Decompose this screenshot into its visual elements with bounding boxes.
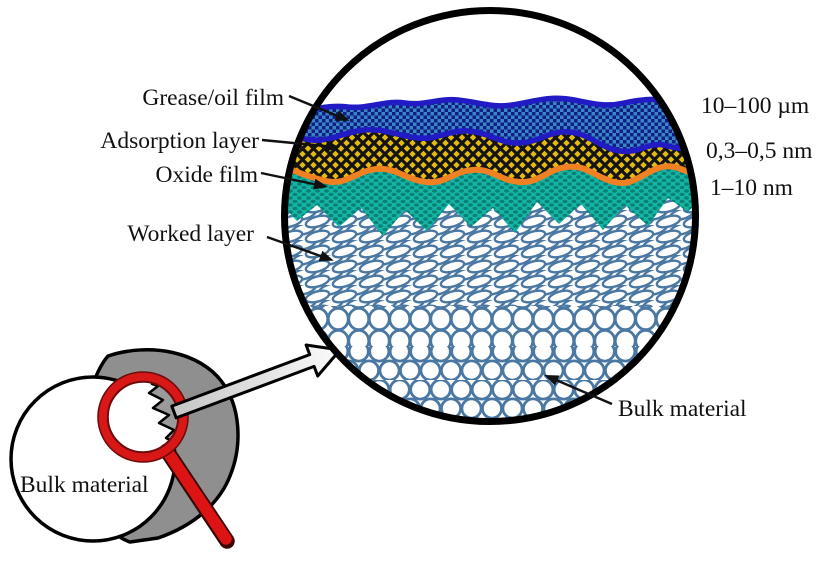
- grease-film-label: Grease/oil film: [142, 85, 284, 111]
- grease-oil-film-layer: [287, 95, 693, 155]
- magnifier-ring: [98, 372, 188, 462]
- worked-layer-label: Worked layer: [127, 221, 254, 247]
- bulk-material-label-magnified: Bulk material: [618, 396, 747, 422]
- magnifier-ring-outer-edge: [97, 371, 189, 463]
- oxide-film-thickness: 1–10 nm: [710, 175, 793, 201]
- transition-grains-pattern: [287, 306, 693, 350]
- worked-layer-pointer-arrow: [266, 235, 334, 262]
- adsorption-layer-pointer-arrow: [261, 138, 340, 152]
- grease-film-pointer-arrow: [288, 94, 350, 121]
- bulk-material-pointer-arrow: [544, 375, 613, 406]
- magnified-rough-edge: [147, 382, 178, 452]
- magnified-view-rim: [281, 7, 699, 425]
- magnified-view: [281, 7, 699, 425]
- oxide-film-pointer-arrow: [260, 171, 328, 190]
- layer-stack: [287, 95, 693, 419]
- oxide-film-label: Oxide film: [156, 162, 258, 188]
- bulk-material-label-cylinder: Bulk material: [20, 472, 149, 498]
- adsorption-layer-thickness: 0,3–0,5 nm: [706, 138, 812, 164]
- magnifier-handle: [161, 445, 232, 545]
- magnifier-icon: [97, 371, 235, 549]
- magnification-arrow: [170, 343, 342, 420]
- adsorption-layer-label: Adsorption layer: [100, 128, 259, 154]
- grease-film-thickness: 10–100 µm: [701, 93, 809, 119]
